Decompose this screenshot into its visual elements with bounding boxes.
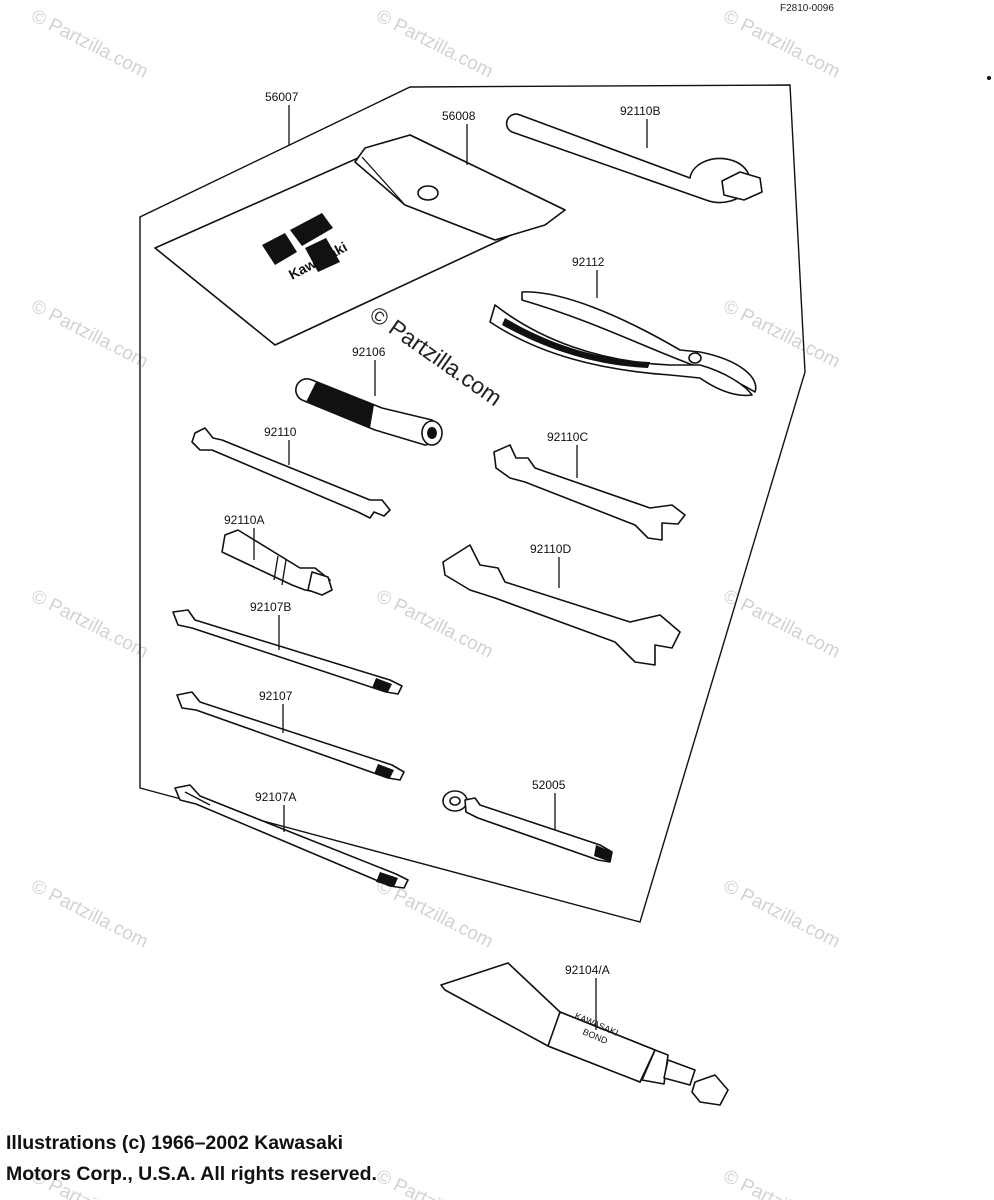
watermark: © Partzilla.com <box>28 6 152 83</box>
watermark: © Partzilla.com <box>720 1166 844 1200</box>
part-label: 52005 <box>532 778 566 792</box>
watermark: © Partzilla.com <box>28 586 152 663</box>
tool-kit-outline <box>139 84 806 923</box>
part-label: 92104/A <box>565 963 610 977</box>
watermark: © Partzilla.com <box>373 876 497 953</box>
part-label: 92107 <box>259 689 293 703</box>
watermark: © Partzilla.com <box>28 296 152 373</box>
part-label: 92110B <box>620 104 660 118</box>
screwdriver-b <box>172 609 403 695</box>
watermark: © Partzilla.com <box>720 296 844 373</box>
watermark: © Partzilla.com <box>28 876 152 953</box>
tool-bag: Kawasaki <box>154 134 566 346</box>
part-label: 92107B <box>250 600 291 614</box>
watermark: © Partzilla.com <box>373 586 497 663</box>
part-label: 92110A <box>224 513 264 527</box>
part-labels: 56007 56008 92110B 92112 92106 92110 921… <box>224 90 660 977</box>
watermark: © Partzilla.com <box>720 876 844 953</box>
pliers <box>489 291 757 397</box>
part-label: 56007 <box>265 90 299 104</box>
copyright-notice: Illustrations (c) 1966–2002 Kawasaki Mot… <box>6 1128 377 1190</box>
watermark: © Partzilla.com <box>373 6 497 83</box>
part-label: 92112 <box>572 255 605 269</box>
copyright-line-1: Illustrations (c) 1966–2002 Kawasaki <box>6 1132 344 1154</box>
part-label: 92110C <box>547 430 588 444</box>
watermark: © Partzilla.com <box>720 586 844 663</box>
watermark: © Partzilla.com <box>373 1166 497 1200</box>
grease-tube: KAWASAKI BOND <box>440 962 729 1106</box>
wrench-medium <box>493 444 686 541</box>
box-wrench <box>505 113 763 204</box>
dot-mark <box>987 76 991 80</box>
part-label: 92107A <box>255 790 296 804</box>
part-label: 92110 <box>264 425 297 439</box>
plug-socket-handle <box>295 378 443 446</box>
screwdriver <box>176 691 405 781</box>
figure-code: F2810-0096 <box>780 3 834 14</box>
copyright-line-2: Motors Corp., U.S.A. All rights reserved… <box>6 1163 377 1185</box>
part-label: 92110D <box>530 542 571 556</box>
watermark: © Partzilla.com <box>720 6 844 83</box>
screwdriver-a <box>174 784 409 889</box>
watermark-main: © Partzilla.com <box>365 301 507 411</box>
extension-bar <box>442 790 613 863</box>
wrench-small <box>191 427 391 519</box>
part-label: 56008 <box>442 109 476 123</box>
leader-lines <box>253 105 648 1030</box>
wrench-large <box>442 544 681 666</box>
part-label: 92106 <box>352 345 386 359</box>
plug-wrench <box>221 529 333 596</box>
